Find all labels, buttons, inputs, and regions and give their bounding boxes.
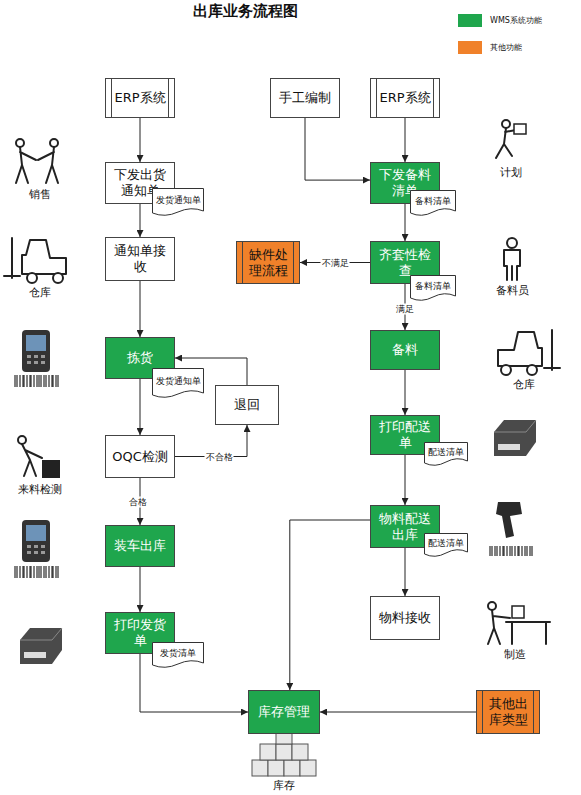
predefined-process-box: 其他出库类型	[476, 690, 540, 734]
document-outline-path	[411, 276, 456, 301]
icon-caption: 库存	[249, 779, 319, 792]
node-text: ERP系统	[379, 90, 430, 106]
node-text: 配送清单	[428, 538, 464, 548]
process-box: 通知单接收	[105, 237, 175, 281]
document-shape: 配送清单	[424, 533, 468, 557]
node-text: 齐套性检查	[375, 247, 435, 279]
predefined-process-box: ERP系统	[370, 78, 440, 118]
node-text: ERP系统	[114, 90, 165, 106]
flow-arrow	[290, 520, 370, 690]
node-text: 其他出库类型	[485, 696, 531, 728]
legend-text: 其他功能	[490, 42, 522, 53]
edge-label: 不合格	[205, 451, 234, 462]
document-shape: 发货清单	[152, 642, 204, 668]
edge-label: 合格	[128, 496, 148, 507]
predefined-process-box: 缺件处理流程	[236, 241, 300, 284]
legend-swatch	[458, 14, 482, 27]
icon-caption: 销售	[5, 188, 75, 201]
legend-text: WMS系统功能	[490, 15, 542, 26]
flow-arrow	[405, 370, 406, 415]
document-shape: 发货通知单	[152, 368, 204, 398]
document-outline-path	[411, 191, 456, 216]
process-box: 备料	[370, 330, 440, 370]
document-outline-path	[153, 643, 204, 668]
document-shape: 发货通知单	[152, 188, 204, 216]
predefined-process-box: ERP系统	[105, 78, 175, 118]
node-text: 配送清单	[428, 447, 464, 457]
node-text: 退回	[234, 397, 260, 413]
node-text: 发货通知单	[156, 376, 201, 386]
process-box: 装车出库	[105, 525, 175, 567]
flow-arrow	[405, 548, 406, 596]
diagram-title: 出库业务流程图	[120, 2, 370, 21]
flow-arrow	[140, 281, 141, 337]
edge-label: 不满足	[321, 257, 350, 268]
flow-arrow	[140, 567, 141, 612]
flow-arrow	[405, 204, 406, 241]
process-box: 物料接收	[370, 596, 440, 640]
flow-arrow	[405, 455, 406, 505]
node-text: 发货清单	[160, 648, 196, 658]
process-box: OQC检测	[105, 435, 175, 478]
document-outline-path	[425, 534, 468, 557]
node-text: 拣货	[127, 350, 153, 366]
node-text: OQC检测	[112, 449, 168, 465]
legend-swatch	[458, 41, 482, 54]
document-outline-path	[153, 369, 204, 398]
icon-caption: 来料检测	[5, 483, 75, 496]
node-text: 备料清单	[415, 196, 451, 206]
process-box: 库存管理	[248, 690, 320, 734]
flow-arrow	[305, 118, 370, 180]
flow-arrow	[140, 379, 141, 435]
node-text: 物料接收	[379, 610, 431, 626]
node-text: 通知单接收	[110, 243, 170, 275]
icon-caption: 仓库	[5, 286, 75, 299]
flow-arrow	[140, 204, 141, 237]
node-text: 手工编制	[279, 90, 331, 106]
node-text: 库存管理	[258, 704, 310, 720]
flow-arrow	[140, 118, 141, 162]
process-box: 手工编制	[270, 78, 340, 118]
node-text: 发货通知单	[156, 195, 201, 205]
flow-arrow	[320, 712, 476, 713]
icon-caption: 计划	[476, 166, 546, 179]
node-text: 备料清单	[415, 281, 451, 291]
document-outline-path	[153, 189, 204, 216]
node-text: 备料	[392, 342, 418, 358]
node-text: 缺件处理流程	[245, 247, 291, 279]
document-outline-path	[425, 443, 468, 466]
process-box: 退回	[215, 385, 279, 425]
document-shape: 配送清单	[424, 442, 468, 466]
node-text: 装车出库	[114, 538, 166, 554]
icon-caption: 制造	[480, 648, 550, 661]
icon-caption: 仓库	[489, 378, 559, 391]
edge-label: 满足	[395, 304, 415, 315]
icon-caption: 备料员	[477, 284, 547, 297]
flow-arrow	[405, 118, 406, 162]
document-shape: 备料清单	[410, 275, 456, 301]
document-shape: 备料清单	[410, 190, 456, 216]
